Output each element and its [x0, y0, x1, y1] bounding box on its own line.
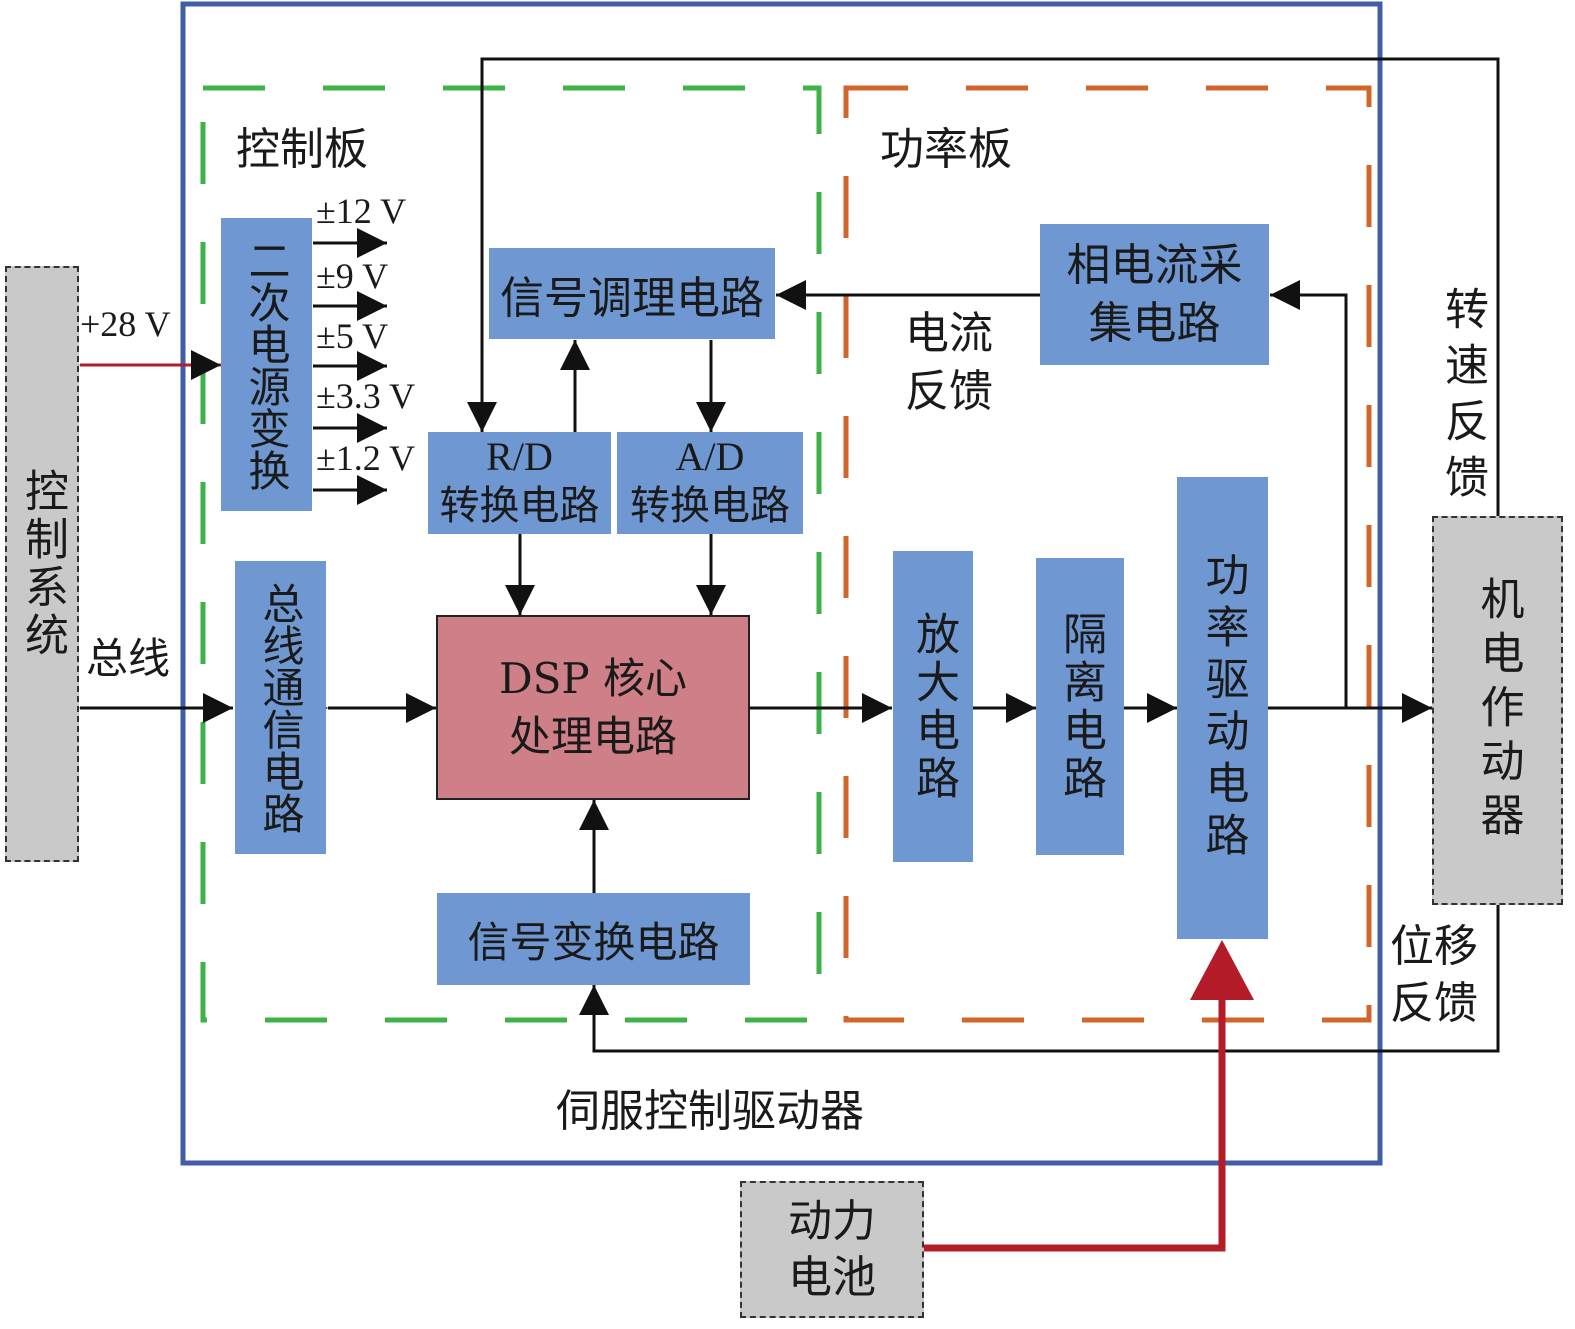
signal-conditioning-block: 信号调理电路: [489, 248, 775, 339]
voltage-label-5: ±5 V: [316, 316, 389, 356]
isolation-block: 隔离电路: [1036, 558, 1124, 855]
ad-converter-line1: A/D: [675, 434, 745, 479]
battery-box: 动力 电池: [740, 1181, 924, 1318]
control-system-box: 控制系统: [5, 266, 79, 862]
current-feedback-label-2: 反馈: [905, 366, 993, 417]
battery-line1: 动力: [788, 1195, 876, 1247]
speed-feedback-label: 转速反馈: [1437, 286, 1488, 510]
dsp-core-line1: DSP 核心: [498, 653, 688, 703]
current-feedback-label-1: 电流: [905, 308, 993, 359]
bus-label: 总线: [86, 634, 171, 683]
displacement-feedback-label-2: 反馈: [1390, 978, 1478, 1029]
voltage-label-1v2: ±1.2 V: [316, 438, 416, 478]
rd-converter-block: R/D 转换电路: [428, 432, 611, 534]
actuator-box: 机电作动器: [1432, 516, 1563, 905]
displacement-feedback-line: [579, 905, 1500, 1053]
bus-comm-block: 总线通信电路: [235, 561, 326, 854]
servo-driver-border: [180, 1, 1383, 1166]
rd-converter-line2: 转换电路: [439, 483, 600, 529]
power-board-label: 功率板: [880, 124, 1012, 175]
ad-converter-line2: 转换电路: [630, 483, 790, 529]
phase-current-tap-line: [1270, 280, 1348, 708]
battery-power-arrowhead: [1190, 940, 1254, 1000]
displacement-feedback-label-1: 位移: [1390, 921, 1478, 972]
amplifier-block: 放大电路: [893, 551, 973, 862]
voltage-label-9: ±9 V: [316, 256, 389, 296]
rd-converter-line1: R/D: [486, 434, 553, 479]
power-board-region: [843, 85, 1372, 1023]
speed-feedback-line: [467, 57, 1500, 516]
battery-power-line: [922, 1000, 1226, 1252]
servo-driver-label: 伺服控制驱动器: [556, 1086, 864, 1137]
phase-current-block: 相电流采 集电路: [1040, 224, 1269, 365]
voltage-label-12: ±12 V: [316, 191, 407, 231]
ad-converter-block: A/D 转换电路: [617, 432, 803, 534]
signal-transform-block: 信号变换电路: [437, 893, 750, 985]
control-board-label: 控制板: [236, 124, 368, 175]
power-drive-block: 功率驱动电路: [1177, 477, 1268, 939]
control-board-region: [200, 85, 822, 1023]
phase-current-line1: 相电流采: [1066, 239, 1243, 291]
battery-line2: 电池: [788, 1251, 876, 1303]
dsp-core-block: DSP 核心 处理电路: [436, 615, 750, 800]
voltage-label-3v3: ±3.3 V: [316, 376, 416, 416]
power-28v-label: +28 V: [80, 304, 171, 344]
dsp-core-line2: 处理电路: [508, 711, 677, 761]
secondary-power-block: 二次电源变换: [221, 218, 312, 511]
phase-current-line2: 集电路: [1088, 297, 1221, 349]
